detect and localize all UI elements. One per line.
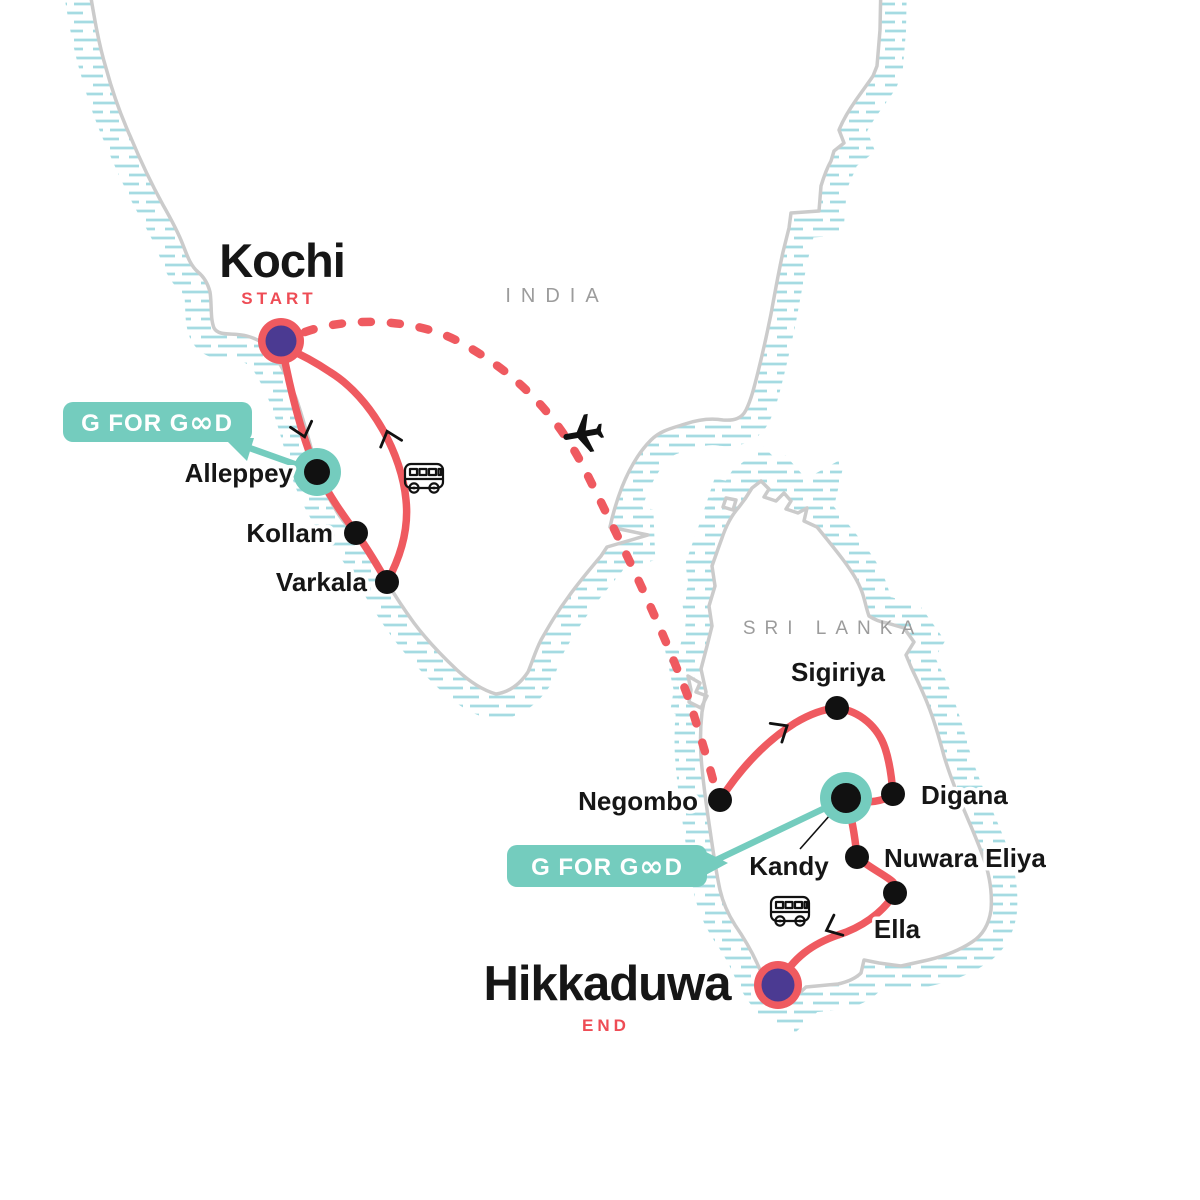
kollam-marker [344, 521, 368, 545]
varkala-label: Varkala [276, 567, 368, 597]
region-label-sri-lanka: SRI LANKA [743, 618, 923, 639]
kandy-marker [831, 783, 861, 813]
sigiriya-marker [825, 696, 849, 720]
chevron-varkala-kochi [379, 429, 404, 449]
terminal-labels: Kochi START Hikkaduwa END [215, 230, 738, 1039]
sigiriya-label: Sigiriya [791, 657, 885, 687]
end-tag: END [582, 1016, 630, 1035]
kochi-title: Kochi [219, 234, 345, 287]
city-markers [258, 318, 907, 1009]
negombo-label: Negombo [578, 786, 698, 816]
stop-dots [304, 459, 907, 905]
alleppey-marker [304, 459, 330, 485]
ella-marker [883, 881, 907, 905]
chevron-kochi-alleppey [289, 419, 314, 439]
badge-tail-1 [224, 438, 254, 461]
chevron-negombo-sigiriya [768, 721, 789, 744]
digana-label: Digana [921, 780, 1008, 810]
varkala-marker [375, 570, 399, 594]
digana-marker [881, 782, 905, 806]
g-for-good-badge-1 [63, 402, 252, 442]
ella-label: Ella [874, 914, 921, 944]
region-labels: INDIA SRI LANKA [505, 285, 923, 639]
start-tag: START [241, 289, 316, 308]
badge-2-text-pre: G FOR G [531, 854, 639, 881]
kandy-label: Kandy [749, 851, 829, 881]
badge-2-text-post: D [665, 854, 683, 881]
chevron-ella-hikkaduwa [824, 913, 845, 937]
g-for-good-badges [63, 402, 728, 887]
plane-icon [563, 413, 605, 453]
hikkaduwa-terminal-dot [761, 968, 795, 1002]
badge-1-text-post: D [215, 410, 233, 437]
city-labels: Alleppey Kollam Varkala Negombo Sigiriya… [181, 455, 1050, 948]
g-for-good-badge-2-label: G FOR G∞D [531, 849, 683, 883]
nuwara-eliya-label: Nuwara Eliya [884, 843, 1046, 873]
direction-chevrons [289, 419, 845, 937]
kochi-terminal-dot [265, 325, 297, 357]
badge-1-infinity-glyph: ∞ [189, 405, 214, 439]
alleppey-label: Alleppey [185, 458, 294, 488]
g-for-good-badge-1-label: G FOR G∞D [81, 405, 233, 439]
negombo-marker [708, 788, 732, 812]
kollam-label: Kollam [246, 518, 333, 548]
badge-1-text-pre: G FOR G [81, 410, 189, 437]
transport-icons [403, 413, 811, 927]
g-for-good-badge-2 [507, 845, 707, 887]
region-label-india: INDIA [505, 285, 608, 307]
badge-2-infinity-glyph: ∞ [639, 849, 664, 883]
hikkaduwa-title: Hikkaduwa [484, 957, 733, 1011]
nuwara-eliya-marker [845, 845, 869, 869]
badge-tail-2 [702, 850, 728, 877]
